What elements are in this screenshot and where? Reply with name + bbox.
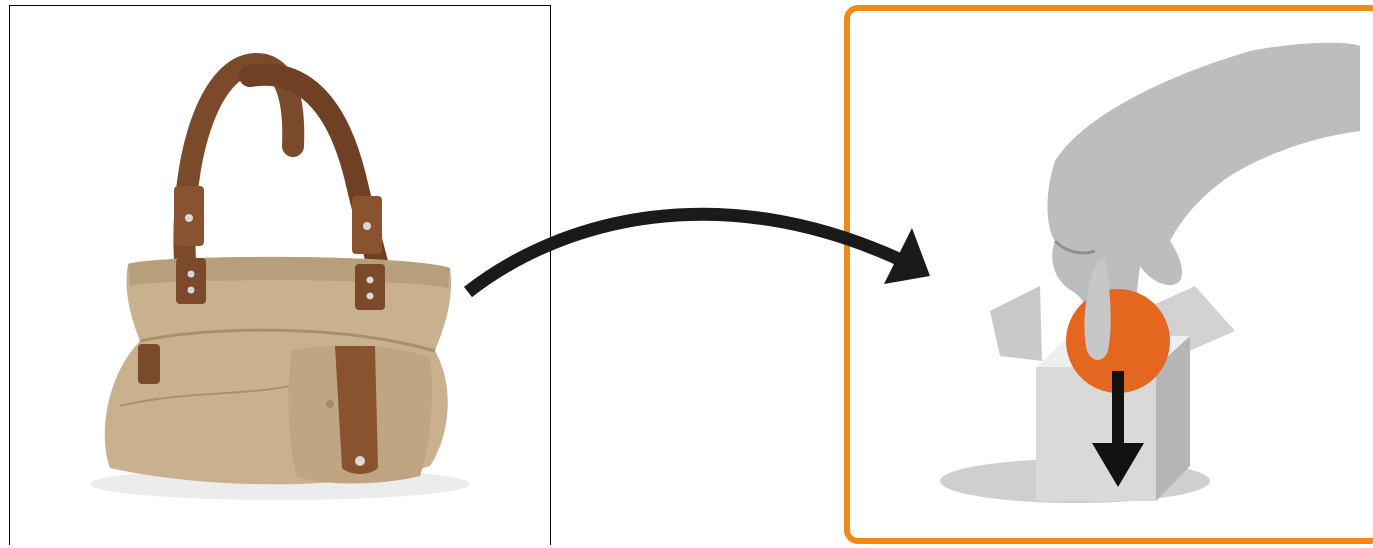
side-buckle (138, 344, 160, 384)
pocket-snap (355, 456, 365, 466)
hand-box-illustration (850, 11, 1373, 538)
down-arrow-shaft (1112, 371, 1124, 453)
rivet (185, 214, 193, 222)
pocket-button (326, 400, 334, 408)
rivet (188, 271, 195, 278)
rivet (363, 222, 371, 230)
handbag-photo-panel (9, 5, 551, 545)
rivet (367, 293, 374, 300)
strap-tab-right-bottom (355, 264, 385, 310)
strap-tab-left-bottom (176, 258, 206, 304)
rivet (367, 277, 374, 284)
pocket-leather-tab (335, 346, 378, 474)
handbag-illustration (10, 6, 551, 545)
box-flap-left (990, 286, 1042, 361)
pack-illustration-panel (844, 5, 1373, 544)
rivet (188, 287, 195, 294)
